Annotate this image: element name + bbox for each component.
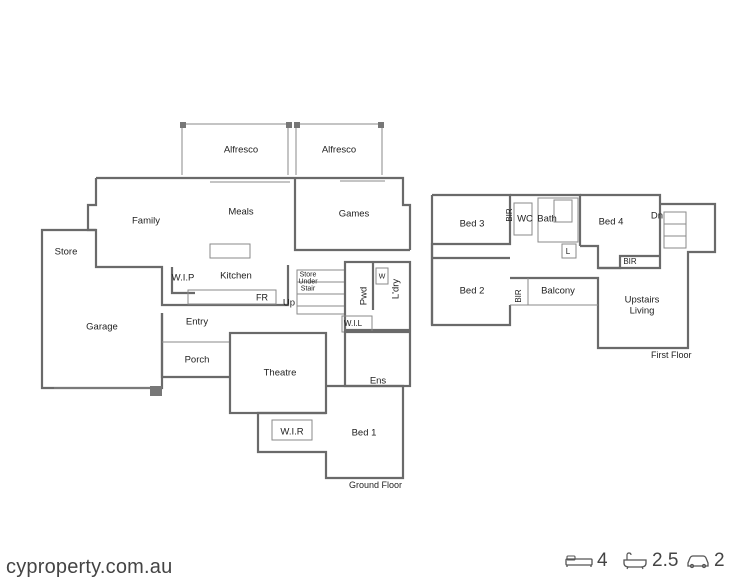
room-label-meals: Meals — [228, 206, 254, 218]
room-label-games: Games — [338, 208, 370, 220]
room-label-theatre: Theatre — [263, 367, 297, 379]
room-label-up: Up — [282, 297, 296, 309]
website-text: cyproperty.com.au — [6, 556, 173, 578]
first-floor-caption: First Floor — [651, 350, 692, 360]
room-label-wc: WC — [517, 213, 533, 225]
room-label-upstairs-living: Upstairs Living — [624, 294, 660, 317]
bed-icon — [565, 554, 593, 568]
room-label-kitchen: Kitchen — [220, 270, 252, 282]
room-label-wir: W.I.R — [280, 426, 304, 438]
room-label-ens: Ens — [369, 375, 387, 387]
bathrooms-stat: 2.5 — [622, 550, 678, 572]
first-floor-walls — [430, 193, 717, 350]
room-label-pwd: Pwd — [358, 286, 370, 306]
room-label-porch: Porch — [184, 354, 210, 366]
bathrooms-count: 2.5 — [652, 550, 679, 571]
room-label-bir-right: BIR — [623, 257, 637, 266]
room-label-bed3: Bed 3 — [459, 218, 485, 230]
ground-floor-caption: Ground Floor — [349, 480, 403, 490]
room-label-store: Store — [54, 246, 78, 258]
room-label-bir-left: BIR — [505, 208, 514, 222]
room-label-bath: Bath — [537, 213, 557, 225]
bedrooms-stat: 4 — [565, 550, 608, 572]
room-label-wil: W.I.L — [343, 319, 363, 328]
room-label-family: Family — [132, 215, 160, 227]
car-icon — [686, 553, 710, 569]
room-label-wip: W.I.P — [171, 272, 195, 284]
room-label-store-under-stair: Store Under Stair — [298, 271, 318, 293]
room-label-dn: Dn — [650, 210, 664, 222]
room-label-ldry: L'dry — [390, 278, 402, 300]
room-label-garage: Garage — [86, 321, 118, 333]
room-label-bed2: Bed 2 — [459, 285, 485, 297]
room-label-bed1: Bed 1 — [351, 427, 377, 439]
ground-floor-walls — [40, 122, 412, 480]
bedrooms-count: 4 — [597, 550, 608, 571]
floor-plan-drawing — [40, 122, 717, 480]
car-spaces-count: 2 — [714, 550, 725, 571]
room-label-l: L — [565, 247, 571, 256]
room-label-bir-bottom: BIR — [514, 289, 523, 303]
room-label-entry: Entry — [185, 316, 209, 328]
room-label-w: W — [378, 273, 386, 281]
car-spaces-stat: 2 — [686, 550, 725, 572]
room-label-fr: FR — [256, 292, 268, 303]
room-label-balcony: Balcony — [541, 285, 575, 297]
room-label-bed4: Bed 4 — [598, 216, 624, 228]
room-label-alfresco-left: Alfresco — [223, 144, 259, 156]
room-label-alfresco-right: Alfresco — [321, 144, 357, 156]
bath-icon — [622, 552, 648, 570]
